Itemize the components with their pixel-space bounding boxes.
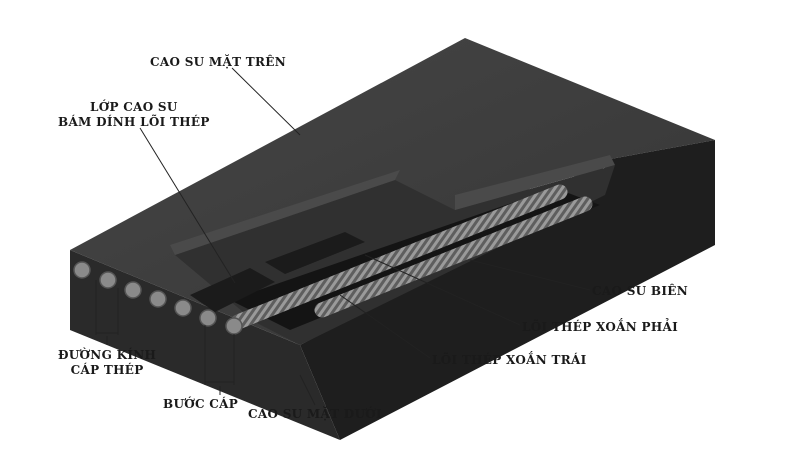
belt-step-riser (170, 170, 400, 255)
cord-end-2 (99, 271, 117, 289)
adhesion-strip-left (190, 268, 275, 312)
label-top-cover: CAO SU MẶT TRÊN (150, 55, 287, 69)
label-cord-diameter-line2: CÁP THÉP (70, 363, 144, 377)
label-adhesion-layer: LỚP CAO SU BÁM DÍNH LÕI THÉP (58, 100, 210, 130)
cord-right-lay (230, 184, 568, 330)
label-left-lay-cord: LÕI THÉP XOẮN TRÁI (432, 353, 587, 367)
cord-end-1 (73, 261, 91, 279)
label-bottom-cover: CAO SU MẶT DƯỚI (248, 407, 382, 421)
belt-right-face (300, 140, 715, 440)
cord-cross-sections (73, 261, 243, 335)
dimension-markers (95, 280, 235, 385)
cord-end-3 (124, 281, 142, 299)
cord-end-7 (225, 317, 243, 335)
leader-adhesion (139, 127, 236, 284)
belt-step-riser-2 (455, 155, 615, 210)
cord-end-6 (199, 309, 217, 327)
leader-left-lay (339, 294, 431, 359)
leader-top-cover (231, 67, 301, 136)
adhesion-strip-right (265, 232, 365, 274)
label-cord-diameter-line1: ĐƯỜNG KÍNH (58, 348, 157, 362)
leader-lines (106, 67, 591, 406)
leader-bottom-cover (299, 374, 316, 406)
leader-edge-rubber (469, 259, 591, 291)
label-edge-rubber: CAO SU BIÊN (592, 284, 688, 298)
label-adhesion-line1: LỚP CAO SU (89, 100, 178, 114)
label-cord-diameter: ĐƯỜNG KÍNH CÁP THÉP (58, 348, 156, 378)
cord-end-5 (174, 299, 192, 317)
cord-left-lay (314, 196, 593, 318)
label-right-lay-cord: LÕI THÉP XOẮN PHẢI (522, 320, 678, 334)
leader-right-lay (364, 254, 521, 326)
label-cord-pitch: BƯỚC CÁP (163, 397, 239, 411)
label-adhesion-line2: BÁM DÍNH LÕI THÉP (58, 115, 210, 129)
cord-end-4 (149, 290, 167, 308)
